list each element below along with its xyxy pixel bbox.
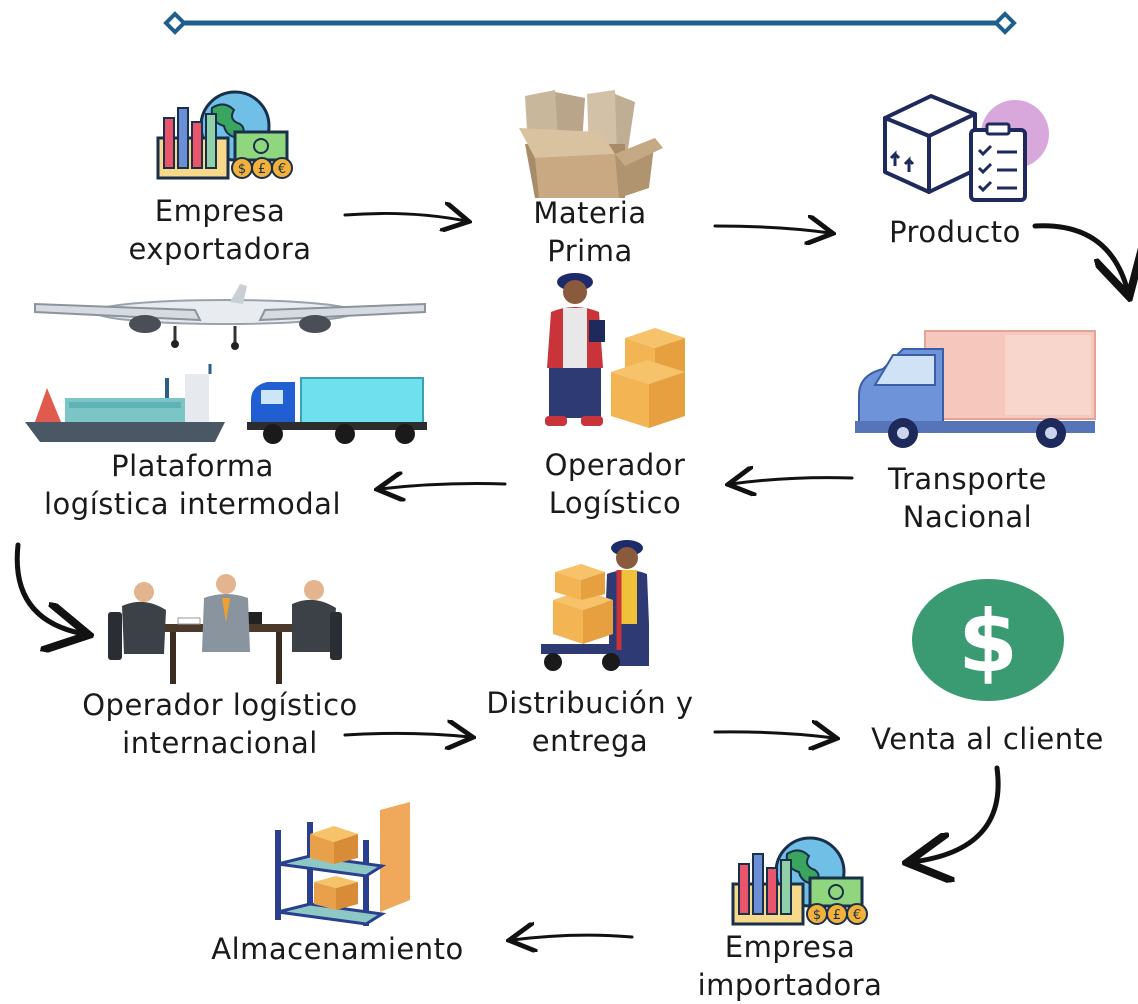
node-distribucion-entrega: Distribución y entrega bbox=[460, 684, 720, 760]
node-operador-logistico-internacional: Operador logístico internacional bbox=[45, 686, 395, 762]
node-empresa-importadora: Empresa importadora bbox=[660, 928, 920, 1004]
node-transporte-nacional: Transporte Nacional bbox=[860, 460, 1075, 536]
coin-symbol: $ bbox=[958, 592, 1018, 692]
node-label-line1: Operador bbox=[544, 448, 686, 482]
dollar-coin-icon: $ bbox=[912, 579, 1064, 701]
node-label-line2: Logístico bbox=[548, 486, 682, 520]
node-label-line1: Operador logístico bbox=[82, 688, 358, 722]
node-label-line2: exportadora bbox=[128, 232, 312, 266]
economy-globe-icon: $ £ € bbox=[731, 836, 868, 926]
node-label-line1: Producto bbox=[889, 215, 1021, 249]
node-producto: Producto bbox=[860, 213, 1050, 251]
svg-text:£: £ bbox=[833, 908, 841, 923]
warehouse-shelf-icon bbox=[275, 802, 410, 926]
svg-text:$: $ bbox=[813, 908, 821, 923]
node-label-line1: Transporte bbox=[888, 462, 1047, 496]
arrow-venta-to-importadora bbox=[912, 765, 1001, 862]
cardboard-box-icon bbox=[519, 90, 663, 198]
node-label-line1: Venta al cliente bbox=[871, 722, 1104, 756]
node-label-line2: entrega bbox=[531, 724, 649, 758]
arrow-materia-to-producto bbox=[713, 226, 830, 233]
hand-truck-worker-icon bbox=[541, 540, 649, 671]
arrow-internacional-to-distribucion bbox=[343, 733, 470, 737]
node-label-line1: Materia bbox=[533, 196, 647, 230]
truck-icon bbox=[247, 377, 427, 444]
svg-text:£: £ bbox=[258, 162, 266, 177]
arrow-plataforma-to-internacional bbox=[14, 542, 84, 634]
arrow-operador-to-plataforma bbox=[380, 484, 507, 489]
node-label-line2: Nacional bbox=[902, 500, 1033, 534]
svg-text:€: € bbox=[278, 162, 286, 177]
node-label-line2: Prima bbox=[547, 234, 633, 268]
svg-text:$: $ bbox=[238, 162, 246, 177]
top-divider-line bbox=[163, 11, 1017, 35]
business-meeting-icon bbox=[108, 574, 342, 684]
cargo-ship-icon bbox=[25, 364, 225, 442]
node-empresa-exportadora: Empresa exportadora bbox=[100, 192, 340, 268]
node-almacenamiento: Almacenamiento bbox=[185, 930, 490, 968]
node-label-line1: Empresa bbox=[154, 194, 286, 228]
node-plataforma-logistica: Plataforma logística intermodal bbox=[10, 447, 375, 523]
delivery-truck-icon bbox=[855, 330, 1096, 448]
airplane-ship-truck-icon bbox=[25, 284, 427, 444]
node-label-line2: internacional bbox=[122, 726, 318, 760]
airplane-icon bbox=[34, 284, 426, 350]
arrow-importadora-to-almacenamiento bbox=[512, 935, 634, 940]
node-operador-logistico: Operador Logístico bbox=[510, 446, 720, 522]
svg-text:€: € bbox=[853, 908, 861, 923]
node-label-line1: Plataforma bbox=[111, 449, 274, 483]
arrow-transporte-to-operador bbox=[731, 478, 854, 484]
node-label-line1: Distribución y bbox=[486, 686, 694, 720]
worker-boxes-icon bbox=[545, 273, 685, 428]
arrow-distribucion-to-venta bbox=[713, 732, 834, 738]
node-materia-prima: Materia Prima bbox=[490, 194, 690, 270]
node-label-line2: importadora bbox=[697, 968, 883, 1002]
arrow-exportadora-to-materia bbox=[343, 213, 466, 221]
node-label-line1: Almacenamiento bbox=[211, 932, 464, 966]
economy-globe-icon: $ £ € bbox=[156, 90, 293, 180]
node-venta-cliente: Venta al cliente bbox=[845, 720, 1130, 758]
node-label-line1: Empresa bbox=[724, 930, 856, 964]
node-label-line2: logística intermodal bbox=[43, 487, 342, 521]
package-checklist-icon bbox=[883, 94, 1049, 202]
arrow-producto-to-transporte bbox=[1032, 223, 1128, 292]
